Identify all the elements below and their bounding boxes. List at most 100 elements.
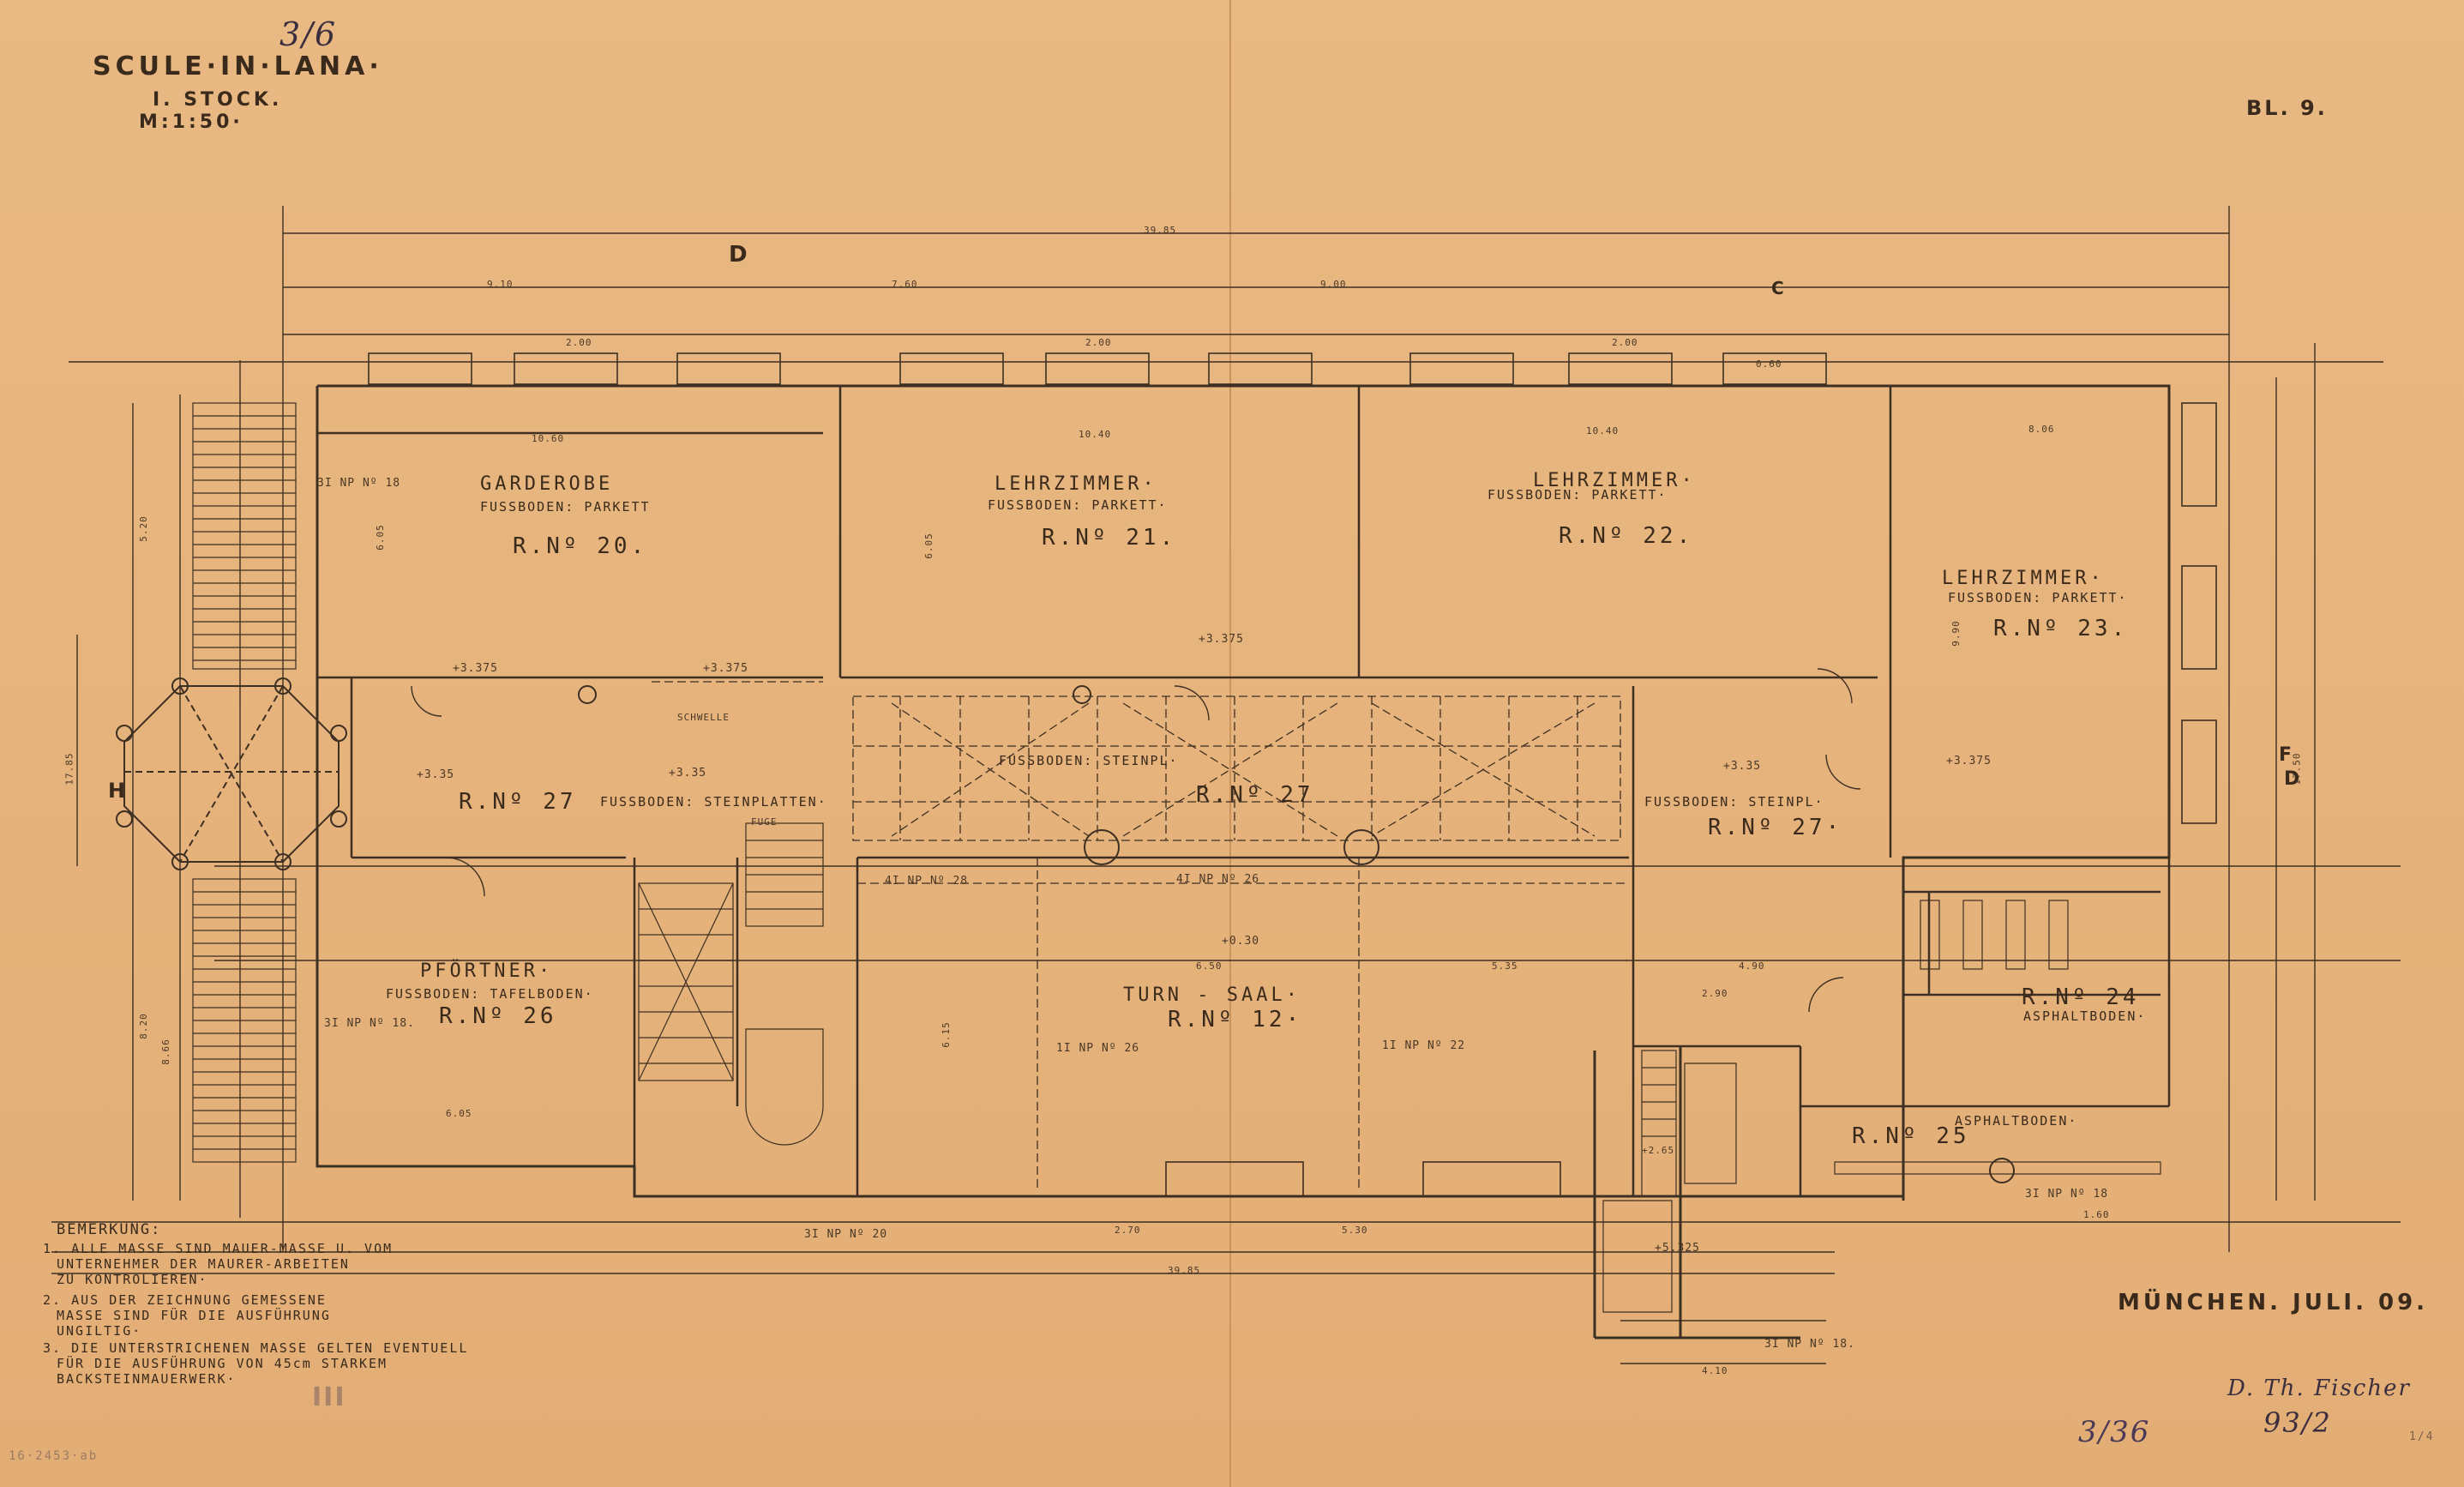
room-20-floor: FUSSBODEN: PARKETT <box>480 499 651 515</box>
sheet-number: BL. 9. <box>2246 96 2328 120</box>
room-21-name: LEHRZIMMER· <box>995 473 1157 495</box>
room-27-center-number: R.Nº 27 <box>1196 782 1314 808</box>
room-27-right-number: R.Nº 27· <box>1708 815 1843 840</box>
room-12-number: R.Nº 12· <box>1168 1007 1303 1032</box>
archive-stamp: III <box>312 1382 346 1412</box>
axis-mark-f: F <box>2279 744 2294 766</box>
dim-room-26-width: 6.05 <box>446 1108 472 1119</box>
dim-room-21-width: 10.40 <box>1079 429 1112 440</box>
note-1-line-2: UNTERNEHMER DER MAURER-ARBEITEN <box>57 1256 350 1272</box>
level-mark-1: +3.375 <box>453 662 498 675</box>
dim-bottom-a: 2.70 <box>1115 1225 1141 1236</box>
sheet-hand-number: 3/36 <box>2078 1415 2151 1449</box>
room-24-number: R.Nº 24 <box>2022 984 2140 1010</box>
room-21-floor: FUSSBODEN: PARKETT· <box>988 497 1168 513</box>
threshold-label: SCHWELLE <box>677 712 730 723</box>
axis-mark-c: C <box>1771 278 1786 298</box>
room-26-number: R.Nº 26 <box>439 1003 557 1029</box>
room-25-number: R.Nº 25 <box>1852 1123 1970 1149</box>
dim-corridor: 4.90 <box>1739 960 1765 972</box>
room-27-right-floor: FUSSBODEN: STEINPL· <box>1644 794 1824 810</box>
room-23-number: R.Nº 23. <box>1993 616 2129 641</box>
dim-stair-bottom: 8.20 <box>137 1013 149 1039</box>
corridor-beams <box>652 681 1629 1192</box>
beam-label-6: 1I NP Nº 22 <box>1382 1039 1466 1052</box>
dim-saal-right: 5.35 <box>1492 960 1518 972</box>
room-27-left-floor: FUSSBODEN: STEINPLATTEN· <box>600 794 827 810</box>
corner-number: 1/4 <box>2409 1430 2435 1443</box>
level-mark-8: +0.30 <box>1222 935 1260 948</box>
dim-saal-width: 6.50 <box>1196 960 1223 972</box>
level-mark-5: +3.35 <box>417 768 455 781</box>
beam-label-1: 3I NP Nº 18 <box>317 477 401 490</box>
note-2-line-1: 2. AUS DER ZEICHNUNG GEMESSENE <box>43 1292 327 1308</box>
signature-number: 93/2 <box>2263 1406 2332 1439</box>
dim-stair-top: 5.20 <box>137 515 149 542</box>
dim-overall-top: 39.85 <box>1144 225 1177 236</box>
note-1-line-1: 1. ALLE MASSE SIND MAUER-MASSE U. VOM <box>43 1241 394 1256</box>
axis-mark-h: H <box>108 779 128 803</box>
level-mark-6: +3.35 <box>669 767 707 780</box>
room-22-floor: FUSSBODEN: PARKETT· <box>1487 487 1668 503</box>
dim-room-22-width: 10.40 <box>1586 425 1620 436</box>
dim-overall-bottom: 39.85 <box>1168 1265 1201 1276</box>
beam-label-5: 1I NP Nº 26 <box>1056 1042 1140 1055</box>
dim-bottom-c: 1.60 <box>2083 1209 2110 1220</box>
dim-room-21-height: 6.05 <box>922 533 935 559</box>
level-mark-7: +3.35 <box>1723 760 1762 773</box>
columns <box>578 685 2015 1183</box>
note-1-line-3: ZU KONTROLIEREN· <box>57 1272 208 1287</box>
note-3-line-3: BACKSTEINMAUERWERK· <box>57 1371 237 1387</box>
archive-number: 16·2453·ab <box>9 1449 99 1463</box>
axis-mark-d-right: D <box>2284 768 2302 790</box>
signature: D. Th. Fischer <box>2227 1376 2411 1401</box>
room-23-floor: FUSSBODEN: PARKETT· <box>1948 590 2128 605</box>
dim-room-23-height: 9.90 <box>1950 620 1962 647</box>
windows-top <box>368 352 2217 1197</box>
room-27-center-floor: FUSSBODEN: STEINPL· <box>999 753 1179 768</box>
drawing-title: SCULE·IN·LANA· <box>93 51 383 81</box>
dim-seg-mid: 7.60 <box>892 279 918 290</box>
dim-bottom-b: 5.30 <box>1342 1225 1368 1236</box>
dim-window-1: 2.00 <box>566 337 592 348</box>
dim-seg-left: 9.10 <box>487 279 514 290</box>
axis-mark-d-top: D <box>729 242 749 268</box>
corner-pencil-mark: 3/6 <box>279 15 338 53</box>
dimension-lines <box>51 206 2401 1364</box>
dim-window-2: 2.00 <box>1085 337 1112 348</box>
dim-room-20-width: 10.60 <box>532 433 565 444</box>
notes-heading: BEMERKUNG: <box>57 1221 162 1238</box>
dim-height-left: 17.85 <box>63 752 75 786</box>
dim-room-23-width: 8.06 <box>2028 424 2055 435</box>
stair-treads <box>192 402 2161 1313</box>
dim-left-total: 8.66 <box>159 1038 171 1065</box>
dim-seg-right: 9.00 <box>1320 279 1347 290</box>
beam-label-2: 3I NP Nº 18. <box>324 1017 415 1030</box>
door-swings <box>411 668 1861 1013</box>
joint-label: FUGE <box>751 816 778 828</box>
room-23-name: LEHRZIMMER· <box>1942 568 2105 589</box>
room-12-name: TURN - SAAL· <box>1123 984 1301 1006</box>
level-mark-3: +3.375 <box>1199 633 1244 646</box>
left-stair-tower <box>116 677 347 870</box>
room-22-name: LEHRZIMMER· <box>1533 470 1696 491</box>
room-27-left-number: R.Nº 27 <box>459 789 577 815</box>
scale-label: M:1:50· <box>139 111 243 133</box>
place-date: MÜNCHEN. JULI. 09. <box>2118 1290 2429 1315</box>
level-mark-4: +3.375 <box>1946 755 1992 768</box>
room-partitions <box>317 386 2171 1196</box>
floor-label: I. STOCK. <box>153 89 283 111</box>
dim-stair-width: 2.90 <box>1702 988 1728 999</box>
beam-label-7: 3I NP Nº 20 <box>804 1228 888 1241</box>
note-2-line-2: MASSE SIND FÜR DIE AUSFÜHRUNG <box>57 1308 331 1323</box>
note-2-line-3: UNGILTIG· <box>57 1323 142 1339</box>
dim-column-width: 0.60 <box>1756 358 1782 370</box>
note-3-line-2: FÜR DIE AUSFÜHRUNG VON 45cm STARKEM <box>57 1356 388 1371</box>
beam-label-9: 3I NP Nº 18. <box>1764 1338 1855 1351</box>
beam-label-3: 4I NP Nº 28 <box>885 875 969 888</box>
room-21-number: R.Nº 21. <box>1042 525 1177 551</box>
beam-label-8: 3I NP Nº 18 <box>2025 1188 2109 1201</box>
room-25-floor: ASPHALTBODEN· <box>1955 1113 2078 1129</box>
